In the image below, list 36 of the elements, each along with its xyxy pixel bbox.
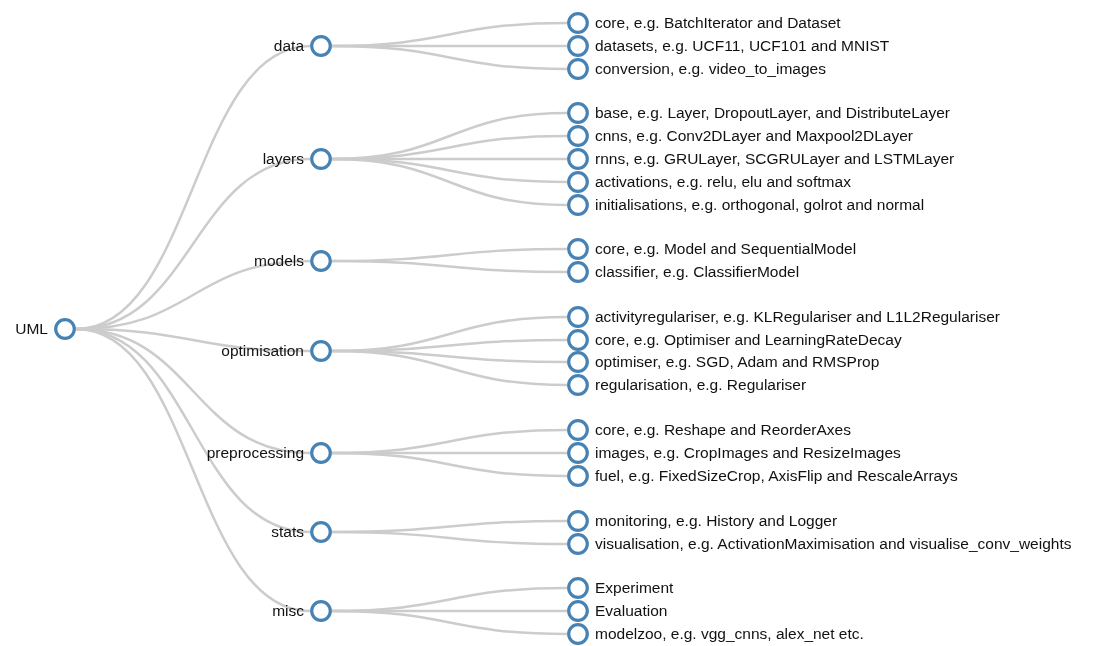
node-label: core, e.g. Reshape and ReorderAxes bbox=[594, 421, 852, 439]
node-label: modelzoo, e.g. vgg_cnns, alex_net etc. bbox=[594, 625, 865, 643]
node-label: base, e.g. Layer, DropoutLayer, and DistributeLayer bbox=[594, 104, 951, 122]
node-label: models bbox=[253, 252, 305, 270]
node-label: core, e.g. Model and SequentialModel bbox=[594, 240, 858, 258]
node-label: optimiser, e.g. SGD, Adam and RMSProp bbox=[594, 353, 881, 371]
node-label: stats bbox=[270, 523, 305, 541]
node-label: preprocessing bbox=[205, 444, 305, 462]
node-label: initialisations, e.g. orthogonal, golrot and normal bbox=[594, 196, 926, 214]
node-label: data bbox=[272, 37, 305, 55]
tree-link bbox=[332, 530, 567, 546]
tree-link bbox=[331, 451, 568, 478]
node-label: core, e.g. BatchIterator and Dataset bbox=[594, 14, 842, 32]
node-label: Evaluation bbox=[594, 602, 669, 620]
node-label: monitoring, e.g. History and Logger bbox=[594, 512, 839, 530]
node-label: rnns, e.g. GRULayer, SCGRULayer and LSTMLayer bbox=[594, 150, 956, 168]
tree-link bbox=[332, 259, 567, 274]
node-label: UML bbox=[14, 320, 49, 338]
node-label: fuel, e.g. FixedSizeCrop, AxisFlip and RescaleArrays bbox=[594, 467, 959, 485]
tree-link bbox=[331, 44, 568, 71]
tree-link bbox=[331, 609, 568, 636]
node-label: visualisation, e.g. ActivationMaximisation and visualise_conv_weights bbox=[594, 535, 1073, 553]
node-label: activations, e.g. relu, elu and softmax bbox=[594, 173, 852, 191]
node-label: Experiment bbox=[594, 579, 675, 597]
node-label: layers bbox=[261, 150, 305, 168]
node-label: optimisation bbox=[220, 342, 305, 360]
node-label: images, e.g. CropImages and ResizeImages bbox=[594, 444, 902, 462]
node-label: core, e.g. Optimiser and LearningRateDecay bbox=[594, 331, 903, 349]
node-label: conversion, e.g. video_to_images bbox=[594, 60, 827, 78]
node-label: activityregulariser, e.g. KLRegulariser and L1L2Regulariser bbox=[594, 308, 1001, 326]
tree-link bbox=[331, 349, 568, 387]
node-label: classifier, e.g. ClassifierModel bbox=[594, 263, 801, 281]
node-label: datasets, e.g. UCF11, UCF101 and MNIST bbox=[594, 37, 891, 55]
node-label: regularisation, e.g. Regulariser bbox=[594, 376, 808, 394]
node-label: cnns, e.g. Conv2DLayer and Maxpool2DLayer bbox=[594, 127, 914, 145]
node-label: misc bbox=[271, 602, 305, 620]
